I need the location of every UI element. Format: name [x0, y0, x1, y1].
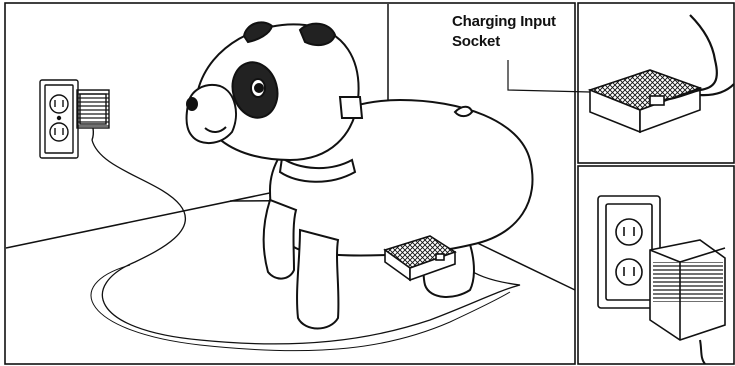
callout-line-1: Charging Input: [452, 13, 556, 30]
outlet-adapter-closeup: [597, 195, 726, 365]
panel-frames: [4, 2, 735, 365]
charging-cable: [91, 139, 521, 345]
callout-line-2: Socket: [452, 33, 500, 50]
power-adapter-icon: [76, 89, 110, 141]
callout-leader-line: [507, 60, 591, 93]
panda-ride-on-toy: [185, 21, 534, 330]
socket-closeup: [587, 14, 735, 134]
wall-outlet-icon: [39, 79, 79, 159]
charging-input-socket-label: Charging Input Socket: [452, 12, 556, 52]
charging-socket-box: [383, 235, 457, 282]
